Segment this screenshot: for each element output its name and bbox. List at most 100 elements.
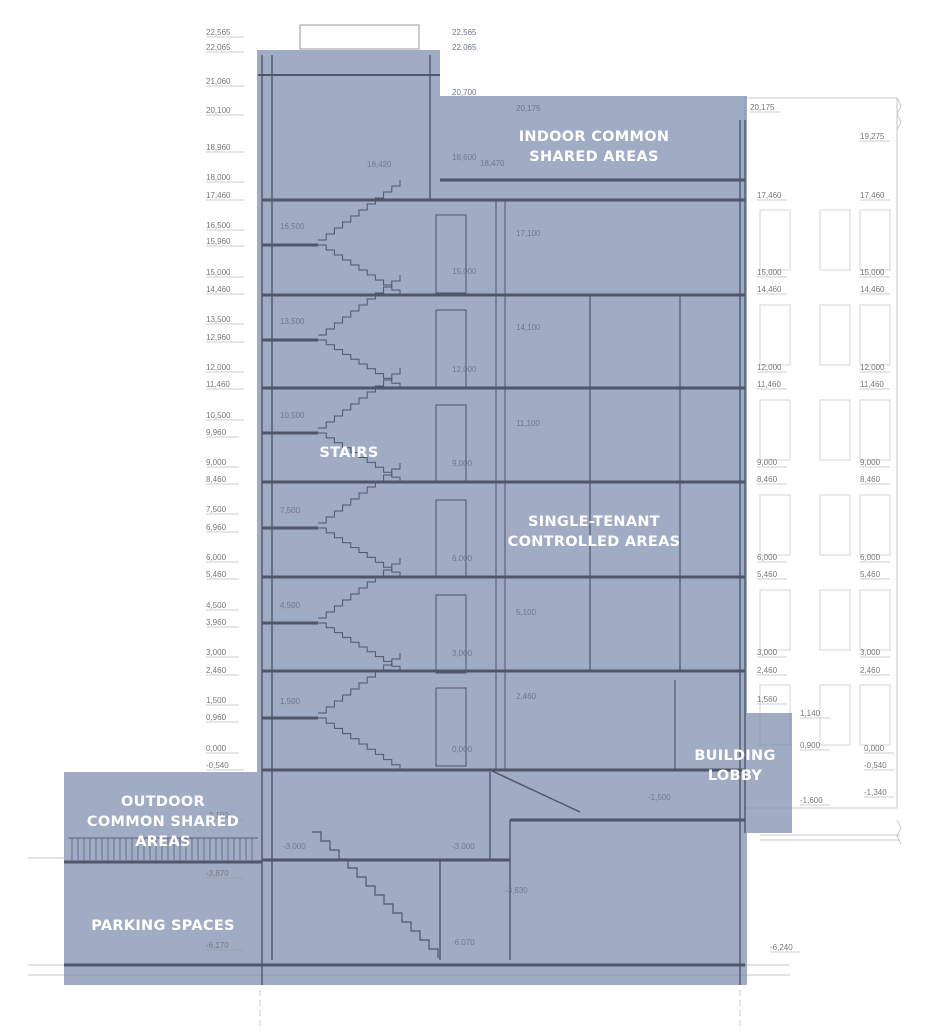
level-label: 15,000 (206, 268, 231, 277)
level-label: 0,000 (864, 744, 885, 753)
level-label: 14,100 (516, 323, 541, 332)
level-label: 3,960 (206, 618, 227, 627)
level-label: 18,470 (480, 159, 505, 168)
level-label: 9,000 (860, 458, 881, 467)
stair-flights (312, 180, 439, 958)
level-label: 3,000 (757, 648, 778, 657)
level-label: 11,460 (860, 380, 884, 389)
left-level-labels: 22,56522,06521,06020,10018,96018,00017,4… (206, 28, 244, 951)
level-label: 16,500 (280, 222, 305, 231)
level-label: 6,000 (452, 554, 473, 563)
level-label: 8,460 (206, 475, 227, 484)
level-label: 9,000 (757, 458, 778, 467)
level-label: 9,960 (206, 428, 227, 437)
level-label: 2,460 (516, 692, 537, 701)
facade-window (759, 399, 791, 461)
level-label: 0,000 (452, 745, 473, 754)
level-label: -1,600 (800, 796, 823, 805)
level-label: 11,100 (516, 419, 540, 428)
level-label: 20,100 (206, 106, 231, 115)
level-label: -3,870 (206, 869, 229, 878)
level-label: 21,060 (206, 77, 231, 86)
level-label: 18,420 (367, 160, 392, 169)
facade-window (759, 209, 791, 271)
level-label: -6,240 (770, 943, 793, 952)
door-outline (435, 404, 467, 484)
stair-flight (318, 368, 401, 429)
lobby-stair (489, 769, 581, 813)
level-label: 1,140 (800, 709, 821, 718)
level-label: 14,460 (206, 285, 231, 294)
level-label: 8,460 (860, 475, 881, 484)
stair-flight (318, 180, 401, 241)
facade-window (819, 684, 851, 746)
stair-flight (318, 717, 401, 770)
zone-label-parking: PARKING SPACES (91, 918, 235, 934)
facade-window (859, 494, 891, 556)
facade-window (819, 399, 851, 461)
level-label: 18,600 (452, 153, 477, 162)
neighbour-facade (744, 97, 902, 845)
level-label: -6,070 (452, 938, 475, 947)
zone-label-stairs: STAIRS (319, 445, 378, 461)
level-label: 14,460 (860, 285, 885, 294)
level-label: 7,500 (206, 505, 227, 514)
level-label: 5,460 (860, 570, 881, 579)
level-label: 17,460 (860, 191, 885, 200)
level-label: 3,000 (860, 648, 881, 657)
level-label: 3,000 (206, 648, 227, 657)
level-label: 17,460 (206, 191, 231, 200)
door-outline (435, 594, 467, 674)
level-label: 22,565 (452, 28, 477, 37)
level-label: 6,960 (206, 523, 227, 532)
basement-stair (312, 831, 439, 958)
level-label: 1,560 (757, 695, 778, 704)
level-label: -3,000 (452, 842, 475, 851)
facade-window (859, 589, 891, 651)
level-label: 7,500 (280, 506, 301, 515)
level-label: 13,500 (206, 315, 231, 324)
facade-window (759, 589, 791, 651)
structure-lines (64, 55, 746, 985)
level-label: 15,000 (757, 268, 782, 277)
level-label: 0,900 (800, 741, 821, 750)
stair-flight (318, 275, 401, 336)
stair-flight (318, 463, 401, 524)
level-label: 9,000 (206, 458, 227, 467)
stair-flight (318, 558, 401, 619)
level-label: 0,960 (206, 713, 227, 722)
level-label: 12,000 (860, 363, 885, 372)
level-label: 4,500 (280, 601, 301, 610)
level-label: 12,960 (206, 333, 231, 342)
level-label: 6,000 (860, 553, 881, 562)
level-label: 18,000 (206, 173, 231, 182)
level-label: 12,000 (206, 363, 231, 372)
stair-flight (318, 339, 401, 388)
door-outline (435, 687, 467, 767)
facade-window (859, 304, 891, 366)
door-outline (435, 214, 467, 294)
stair-flight (318, 622, 401, 671)
door-outline (435, 309, 467, 389)
level-label: 8,460 (757, 475, 778, 484)
level-label: 2,460 (757, 666, 778, 675)
level-label: 16,500 (206, 221, 231, 230)
facade-window (819, 209, 851, 271)
stair-flight (318, 244, 401, 295)
level-label: 6,000 (757, 553, 778, 562)
interior-level-labels: 22,56522,06520,70020,17518,60018,47018,4… (280, 28, 671, 947)
stair-flight (318, 527, 401, 577)
level-label: 5,100 (516, 608, 537, 617)
level-label: 2,460 (860, 666, 881, 675)
facade-window (819, 494, 851, 556)
level-label: 14,460 (757, 285, 782, 294)
level-label: 5,460 (757, 570, 778, 579)
level-label: 17,100 (516, 229, 541, 238)
level-label: 1,500 (280, 697, 301, 706)
level-label: -0,540 (206, 761, 229, 770)
level-label: 12,000 (757, 363, 782, 372)
